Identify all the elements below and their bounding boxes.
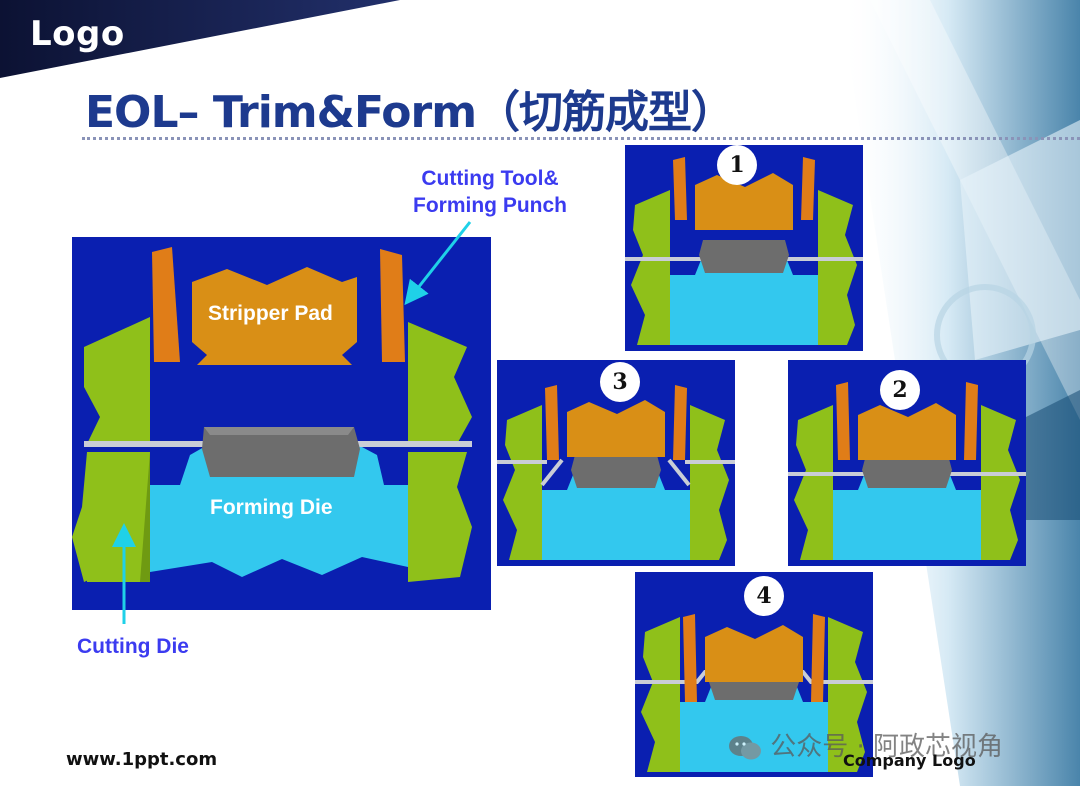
cutting-die-label: Cutting Die: [77, 635, 189, 658]
watermark-label: 公众号 · 阿政芯视角: [770, 732, 1004, 762]
step-number-badge: 3: [600, 362, 640, 402]
step-panel-1: [625, 145, 863, 351]
cutting-tool-arrow: [404, 221, 472, 306]
title-divider: [82, 137, 1080, 140]
cutting-tool-label-line2: Forming Punch: [413, 194, 567, 217]
company-logo-text: Company Logo: [843, 751, 976, 770]
cutting-tool-label: Cutting Tool& Forming Punch: [385, 165, 595, 219]
wechat-icon: [728, 734, 762, 762]
cutting-tool-label-line1: Cutting Tool&: [421, 167, 559, 190]
watermark-text: 公众号 · 阿政芯视角: [728, 726, 1003, 763]
logo-text: Logo: [30, 14, 125, 54]
forming-die-label: Forming Die: [210, 496, 333, 519]
step-number-badge: 4: [744, 576, 784, 616]
step-number-badge: 2: [880, 370, 920, 410]
stripper-pad-label: Stripper Pad: [208, 302, 333, 325]
slide-title: EOL– Trim&Form（切筋成型）: [85, 87, 735, 138]
step-number-badge: 1: [717, 145, 757, 185]
website-text: www.1ppt.com: [66, 749, 218, 770]
main-trim-form-diagram: [72, 237, 491, 610]
